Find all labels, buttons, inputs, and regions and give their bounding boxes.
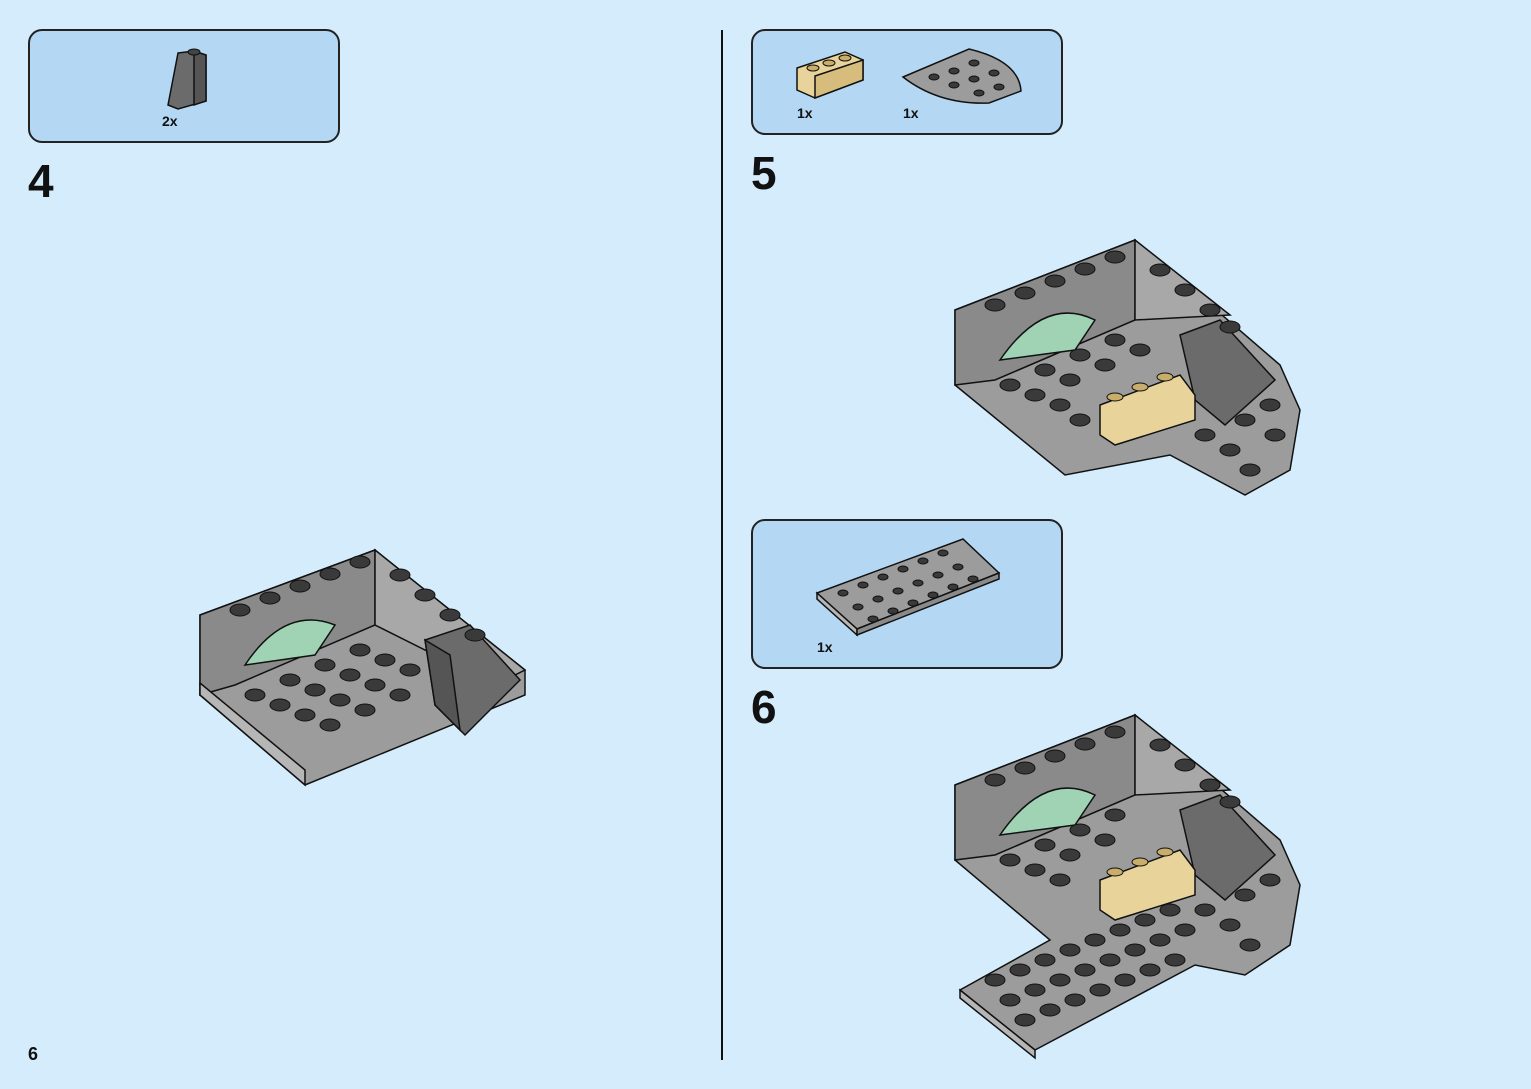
step-number-4: 4 xyxy=(28,155,54,207)
step-number-6: 6 xyxy=(751,681,777,733)
gray-quarter-round-plate-icon xyxy=(901,48,1022,104)
page-divider xyxy=(721,30,723,1060)
gray-4x8-plate-icon xyxy=(815,538,1001,637)
parts-callout-step-4: 2x xyxy=(28,29,340,143)
part-quantity: 1x xyxy=(903,105,919,121)
step-6-model-illustration xyxy=(954,713,1301,1060)
step-number-5: 5 xyxy=(751,147,777,199)
part-quantity: 1x xyxy=(797,105,813,121)
step-5-model-illustration xyxy=(954,238,1301,496)
step-4-model-illustration xyxy=(199,548,527,787)
tan-1x3-brick-icon xyxy=(796,51,864,100)
dark-gray-slope-brick-icon xyxy=(167,48,207,110)
part-quantity: 1x xyxy=(817,639,833,655)
page-number: 6 xyxy=(28,1044,39,1064)
parts-callout-step-6: 1x xyxy=(751,519,1063,669)
part-quantity: 2x xyxy=(162,113,178,129)
parts-callout-step-5: 1x 1x xyxy=(751,29,1063,135)
